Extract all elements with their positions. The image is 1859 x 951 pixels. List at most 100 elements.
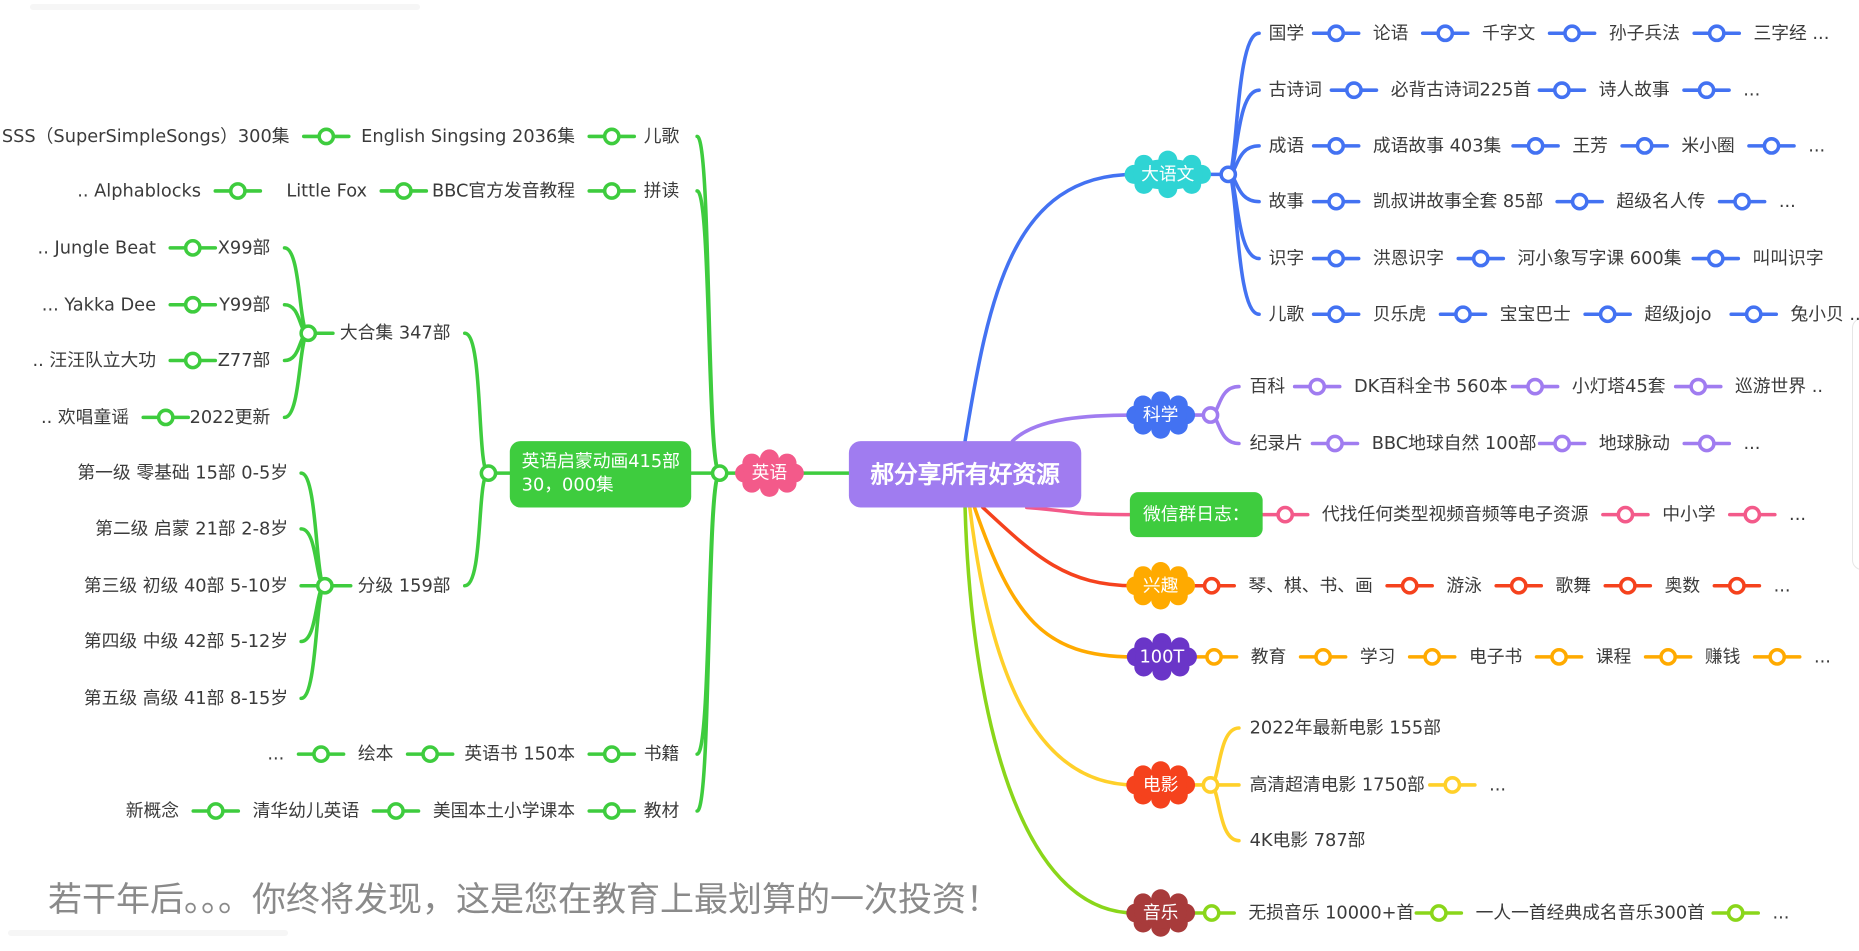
- collapse-toggle-icon[interactable]: [1454, 305, 1472, 324]
- list-item-label[interactable]: .. Alphablocks: [77, 180, 201, 201]
- list-item-label[interactable]: 叫叫识字: [1753, 248, 1824, 269]
- list-item-label[interactable]: 诗人故事: [1599, 80, 1670, 101]
- science-junction-icon[interactable]: [1201, 406, 1220, 424]
- english-anim-box-line2[interactable]: 30，000集: [522, 474, 614, 495]
- collapse-toggle-icon[interactable]: [1202, 576, 1221, 595]
- list-item-label[interactable]: 教育: [1251, 646, 1287, 667]
- list-item-label[interactable]: 代找任何类型视频音频等电子资源: [1322, 504, 1589, 525]
- list-item-label[interactable]: 无损音乐 10000+首: [1248, 902, 1414, 923]
- hundred-t-node[interactable]: [1126, 633, 1197, 681]
- list-item-label[interactable]: ...: [1743, 80, 1760, 101]
- collapse-toggle-icon[interactable]: [1443, 776, 1462, 794]
- list-item-label[interactable]: 孙子兵法: [1609, 23, 1680, 44]
- movie-node[interactable]: [1126, 761, 1196, 809]
- collapse-toggle-icon[interactable]: [1526, 377, 1544, 396]
- list-item-label[interactable]: ...: [1489, 774, 1506, 795]
- list-item-label[interactable]: ...: [1779, 191, 1796, 212]
- list-item-label[interactable]: 米小圈: [1681, 135, 1734, 156]
- collapse-toggle-icon[interactable]: [1327, 24, 1346, 43]
- level-item-label[interactable]: 第四级 中级 42部 5-12岁: [84, 631, 288, 652]
- category-label[interactable]: 2022年最新电影 155部: [1250, 718, 1441, 739]
- collapse-toggle-icon[interactable]: [602, 127, 621, 146]
- list-item-label[interactable]: 小灯塔45套: [1572, 376, 1666, 397]
- collapse-toggle-icon[interactable]: [1553, 81, 1571, 100]
- collapse-toggle-icon[interactable]: [228, 182, 247, 200]
- collapse-toggle-icon[interactable]: [602, 802, 621, 820]
- list-item-label[interactable]: 洪恩识字: [1373, 248, 1444, 269]
- collapse-toggle-icon[interactable]: [183, 238, 202, 257]
- english-node[interactable]: [735, 449, 804, 497]
- list-item-label[interactable]: 成语故事 403集: [1373, 135, 1502, 156]
- interest-node[interactable]: [1126, 562, 1196, 610]
- category-label[interactable]: Z77部: [218, 350, 271, 371]
- category-label[interactable]: 识字: [1269, 248, 1305, 269]
- collapse-toggle-icon[interactable]: [1659, 648, 1678, 666]
- list-item-label[interactable]: .. 欢唱童谣: [41, 407, 129, 428]
- list-item-label[interactable]: 兔小贝 ..: [1790, 304, 1859, 325]
- collapse-toggle-icon[interactable]: [1563, 24, 1581, 43]
- level-item-label[interactable]: 第一级 零基础 15部 0-5岁: [77, 463, 288, 484]
- english-left-junction-icon[interactable]: [479, 464, 498, 483]
- list-item-label[interactable]: ...: [1808, 135, 1825, 156]
- root-node-label[interactable]: 郝分享所有好资源: [870, 460, 1060, 488]
- wechat-node-label[interactable]: 微信群日志：: [1143, 504, 1250, 525]
- collapse-toggle-icon[interactable]: [312, 745, 330, 764]
- category-label[interactable]: 故事: [1269, 191, 1305, 212]
- wechat-node[interactable]: [1129, 492, 1263, 538]
- list-item-label[interactable]: 英语书 150本: [464, 744, 575, 765]
- category-label[interactable]: 纪录片: [1250, 433, 1303, 454]
- list-item-label[interactable]: 歌舞: [1555, 575, 1591, 596]
- collapse-toggle-icon[interactable]: [1205, 648, 1223, 666]
- list-item-label[interactable]: 新概念: [126, 800, 180, 822]
- collapse-toggle-icon[interactable]: [1345, 81, 1363, 100]
- list-item-label[interactable]: 河小象写字课 600集: [1518, 248, 1682, 269]
- collapse-toggle-icon[interactable]: [1697, 81, 1716, 100]
- list-item-label[interactable]: 凯叔讲故事全套 85部: [1373, 191, 1543, 212]
- collapse-toggle-icon[interactable]: [1707, 24, 1726, 43]
- list-item-label[interactable]: SSS（SuperSimpleSongs）300集: [2, 126, 290, 147]
- category-label[interactable]: Y99部: [218, 294, 270, 315]
- collapse-toggle-icon[interactable]: [394, 182, 413, 200]
- collapse-toggle-icon[interactable]: [1326, 434, 1344, 453]
- collapse-toggle-icon[interactable]: [421, 745, 440, 764]
- collapse-toggle-icon[interactable]: [1706, 249, 1725, 268]
- category-label[interactable]: 书籍: [644, 744, 680, 765]
- level-item-label[interactable]: 第三级 初级 40部 5-10岁: [84, 575, 288, 596]
- list-item-label[interactable]: 中小学: [1662, 504, 1715, 525]
- movie-node-label[interactable]: 电影: [1143, 774, 1179, 795]
- collapse-toggle-icon[interactable]: [1553, 434, 1572, 453]
- collapse-toggle-icon[interactable]: [317, 127, 336, 146]
- chinese-junction-icon[interactable]: [1219, 165, 1238, 184]
- list-item-label[interactable]: 超级jojo: [1644, 304, 1711, 325]
- levels-label[interactable]: 分级 159部: [358, 575, 451, 596]
- list-item-label[interactable]: 奥数: [1665, 575, 1701, 596]
- music-node[interactable]: [1126, 889, 1196, 937]
- collection-junction-icon[interactable]: [299, 324, 318, 343]
- english-anim-box-line1[interactable]: 英语启蒙动画415部: [522, 451, 680, 472]
- list-item-label[interactable]: 琴、棋、书、画: [1248, 575, 1372, 596]
- list-item-label[interactable]: 游泳: [1446, 575, 1482, 596]
- collapse-toggle-icon[interactable]: [1726, 904, 1745, 922]
- movie-junction-icon[interactable]: [1201, 776, 1220, 794]
- collapse-toggle-icon[interactable]: [1327, 137, 1346, 155]
- collapse-toggle-icon[interactable]: [1762, 137, 1781, 155]
- category-label[interactable]: 4K电影 787部: [1250, 830, 1366, 851]
- collapse-toggle-icon[interactable]: [1308, 377, 1327, 396]
- collapse-toggle-icon[interactable]: [206, 802, 225, 820]
- list-item-label[interactable]: 巡游世界 ..: [1735, 376, 1823, 397]
- collapse-toggle-icon[interactable]: [602, 182, 621, 200]
- list-item-label[interactable]: ...: [1772, 902, 1789, 923]
- collection-label[interactable]: 大合集 347部: [340, 323, 451, 344]
- list-item-label[interactable]: 赚钱: [1705, 646, 1741, 667]
- collapse-toggle-icon[interactable]: [1550, 648, 1568, 666]
- interest-node-label[interactable]: 兴趣: [1143, 575, 1179, 596]
- list-item-label[interactable]: DK百科全书 560本: [1354, 376, 1508, 397]
- hundred-t-node-label[interactable]: 100T: [1139, 646, 1184, 667]
- list-item-label[interactable]: .. Jungle Beat: [38, 237, 156, 258]
- list-item-label[interactable]: 王芳: [1572, 135, 1608, 156]
- collapse-toggle-icon[interactable]: [1733, 192, 1751, 211]
- root-node[interactable]: [848, 441, 1082, 508]
- english-junction-icon[interactable]: [710, 464, 729, 483]
- collapse-toggle-icon[interactable]: [1616, 505, 1635, 524]
- list-item-label[interactable]: 一人一首经典成名音乐300首: [1476, 902, 1705, 923]
